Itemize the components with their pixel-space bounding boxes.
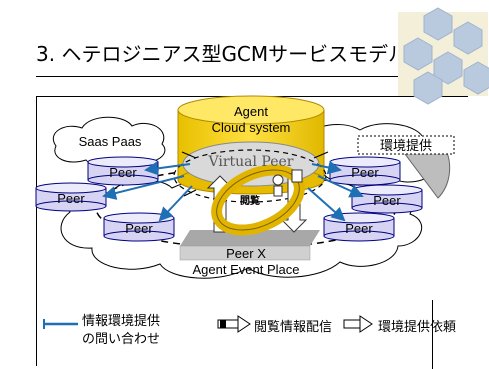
legend-request-arrow-icon [343,315,373,333]
title-rule-top [36,76,468,77]
peer-label-5: Peer [373,193,401,208]
legend-query-line2: の問い合わせ [82,332,161,347]
env-provide-box [357,135,455,155]
right-rule [432,300,433,369]
slide-title: 3. ヘテロジニアス型GCMサービスモデル [36,42,409,66]
env-provide-label: 環境提供 [380,138,432,154]
agent-label: Agent [234,104,268,119]
peer-x-label: Peer X [226,246,266,261]
peer-label-3: Peer [125,221,153,236]
peer-cylinder-2 [35,182,107,212]
cloud-system-label: Cloud system [212,120,291,135]
peer-x-platform [179,230,320,261]
peer-cylinder-5 [351,184,423,214]
peer-label-1: Peer [109,165,137,180]
browse-label: 閲覧 [240,194,260,207]
hexagon-logo [398,7,489,105]
left-rule [36,96,37,366]
legend-env-request: 環境提供依頼 [378,320,457,335]
peer-cylinder-1 [87,156,159,186]
event-place-label: Agent Event Place [193,262,300,277]
peer-cylinder-3 [103,212,175,242]
peer-cylinder-6 [323,212,395,242]
virtual-peer-label: Virtual Peer [207,154,293,170]
peer-label-4: Peer [351,165,379,180]
legend-query-line1: 情報環境提供 [82,314,161,329]
inner-dashed-ring [173,149,327,203]
legend-browse-deliver: 閲覧情報配信 [254,320,333,335]
sign-icon [291,169,303,183]
small-dark-arrows [181,151,329,197]
person-icon [272,174,284,197]
saas-cloud [53,116,166,168]
legend-browse-arrow-icon [217,315,251,333]
query-arrows [102,160,364,222]
peer-cylinder-4 [329,156,401,186]
peer-label-6: Peer [345,221,373,236]
peer-label-2: Peer [57,191,85,206]
saas-paas-label: Saas Paas [79,134,142,149]
